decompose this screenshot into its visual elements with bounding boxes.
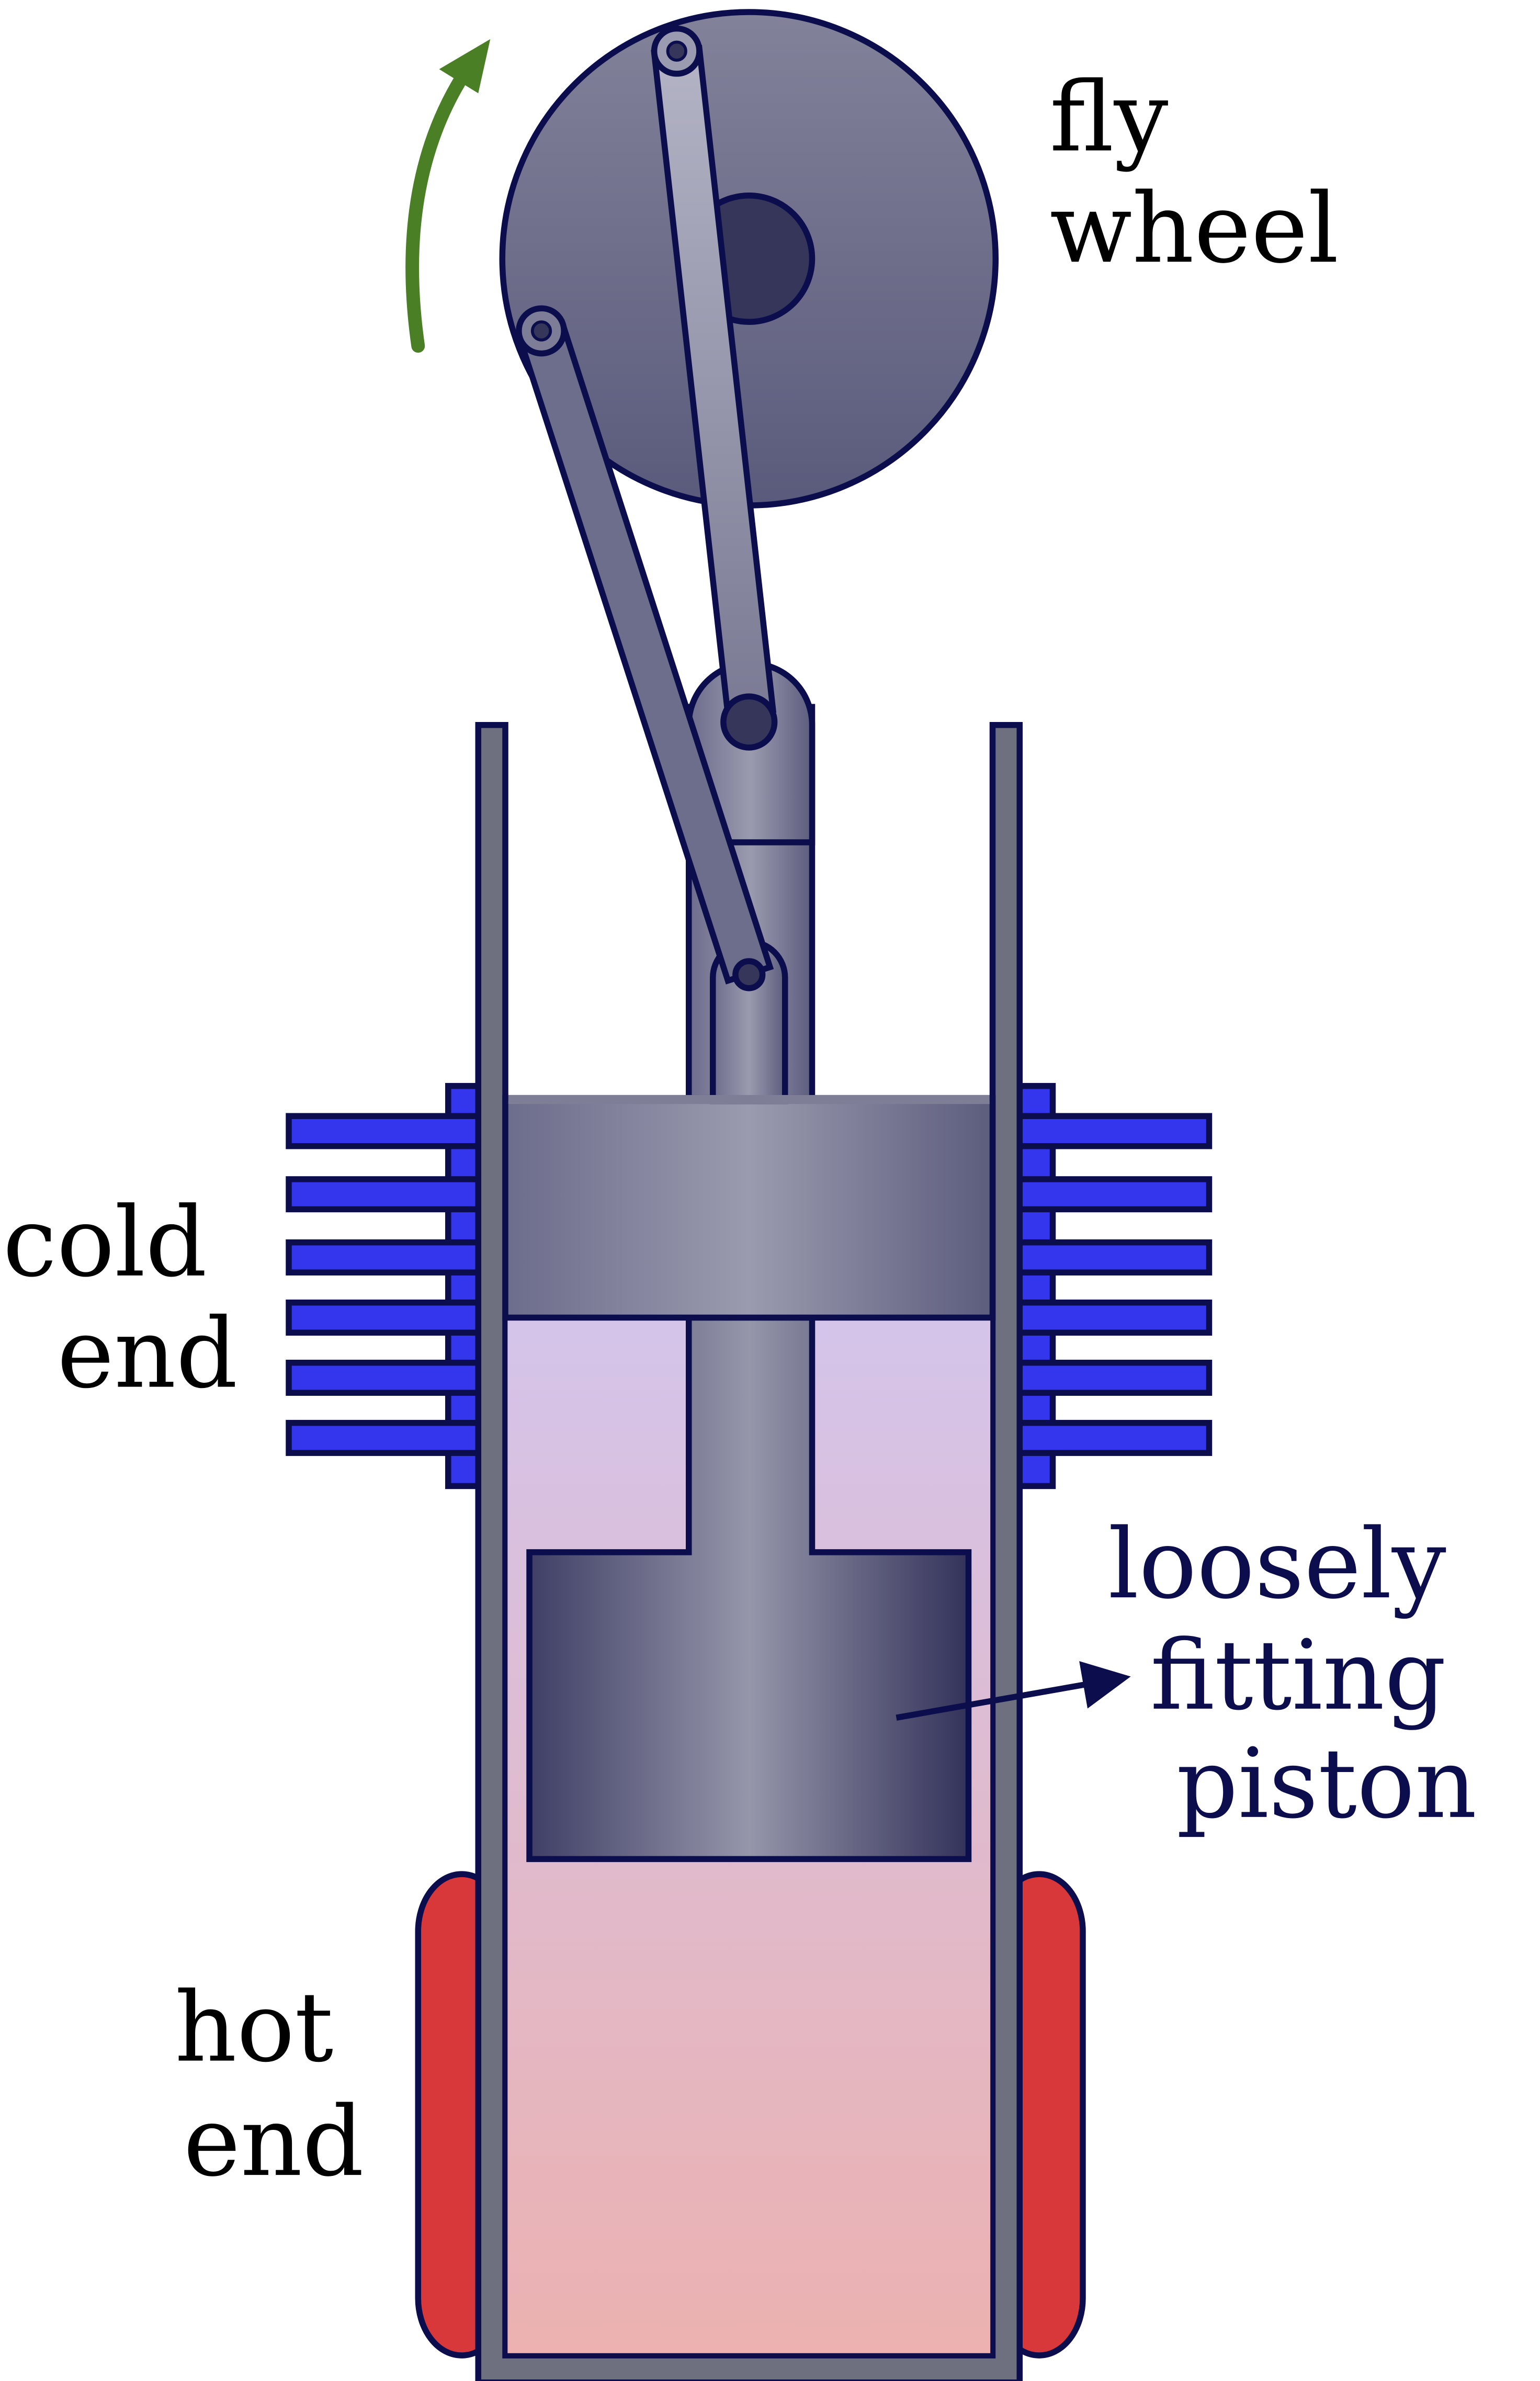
- fin-left-4: [286, 1299, 484, 1336]
- flywheel-label: fly wheel: [1050, 61, 1339, 285]
- fin-left-1: [286, 1113, 484, 1149]
- cold-end-label: cold end: [3, 1187, 237, 1410]
- rotation-arrow: [405, 39, 491, 353]
- fin-left-3: [286, 1239, 484, 1276]
- knuckle-pin: [720, 693, 778, 751]
- power-piston: [502, 938, 996, 1321]
- piston-label-line2: fitting: [1150, 1620, 1446, 1732]
- cold-end-label-line1: cold: [3, 1187, 207, 1299]
- crank-pin-displacer-center: [666, 40, 687, 62]
- connecting-rods: [516, 25, 778, 991]
- fin-right-1: [1016, 1113, 1213, 1149]
- hot-end-label-line2: end: [184, 2086, 364, 2198]
- fin-right-4: [1016, 1299, 1213, 1336]
- fin-left-2: [286, 1176, 484, 1213]
- fin-left-6: [286, 1419, 484, 1456]
- power-piston-body: [502, 1094, 996, 1321]
- rotation-arrow-shaft: [405, 59, 476, 353]
- fin-right-6: [1016, 1419, 1213, 1456]
- piston-label-line3: piston: [1176, 1728, 1477, 1840]
- piston-label: loosely fitting piston: [1108, 1508, 1477, 1840]
- displacer-piston: [526, 1314, 972, 1863]
- flywheel-label-line1: fly: [1050, 61, 1169, 173]
- piston-pointer-arrow: [896, 1661, 1131, 1721]
- lug-pin: [732, 958, 766, 991]
- hot-end-label-line1: hot: [175, 1972, 333, 2084]
- lug-joint-cover: [508, 1094, 990, 1104]
- fin-right-3: [1016, 1239, 1213, 1276]
- rotation-arrow-head: [439, 39, 491, 94]
- piston-label-line1: loosely: [1108, 1508, 1446, 1620]
- hot-end-label: hot end: [175, 1972, 364, 2198]
- cooling-fins: [286, 1082, 1213, 1489]
- displacer-body: [526, 1314, 972, 1863]
- fin-right-5: [1016, 1359, 1213, 1396]
- crank-pin-power-center: [530, 320, 552, 342]
- fin-left-5: [286, 1359, 484, 1396]
- flywheel-label-line2: wheel: [1050, 173, 1339, 285]
- fin-right-2: [1016, 1176, 1213, 1213]
- cold-end-label-line2: end: [57, 1298, 237, 1410]
